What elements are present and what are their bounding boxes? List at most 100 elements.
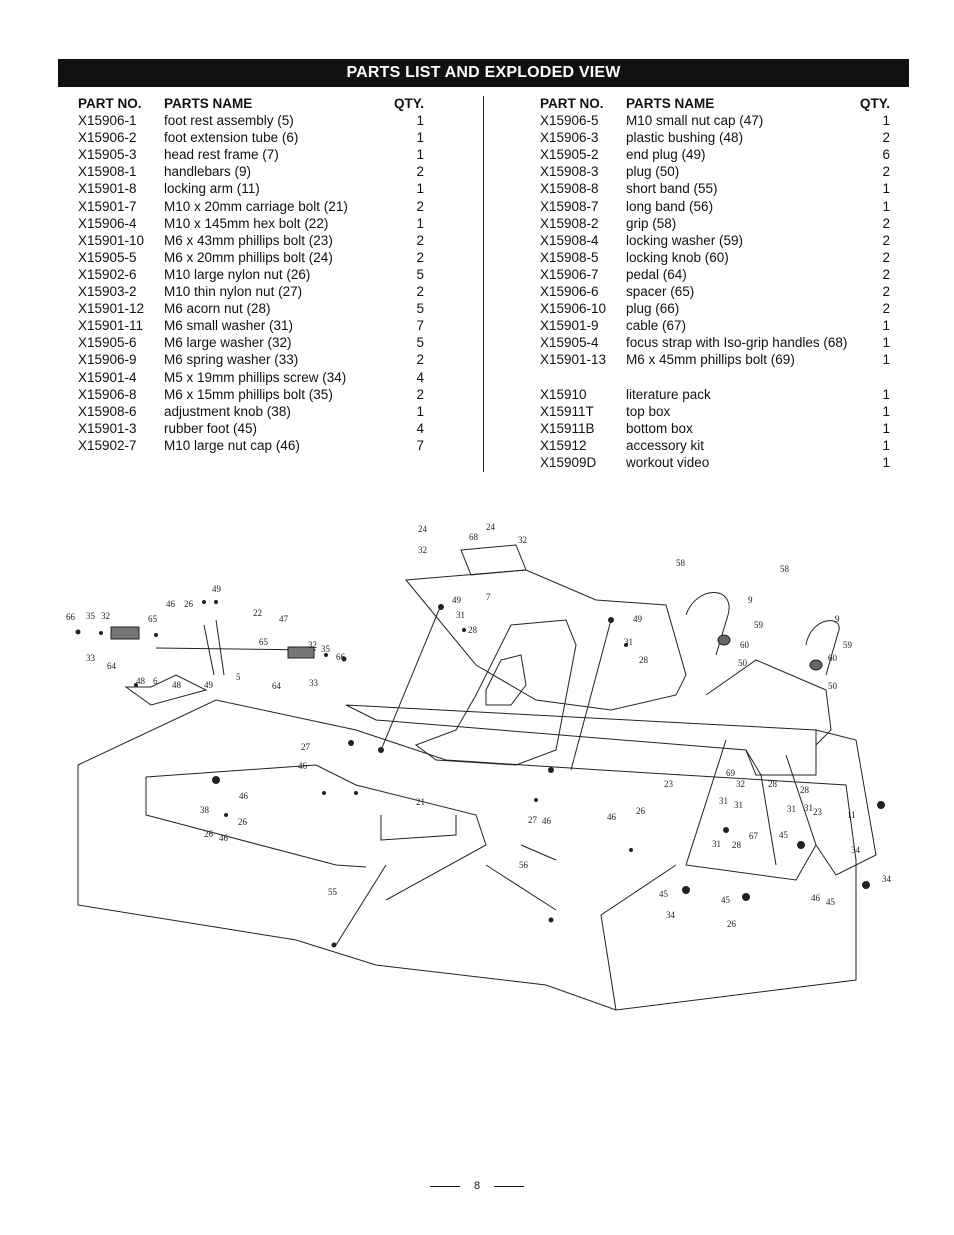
part-qty: 1 [882,454,890,470]
callout-label: 35 [321,644,331,654]
part-qty: 4 [416,420,424,436]
callout-label: 7 [486,592,491,602]
long-band [485,864,557,911]
short-band [335,864,387,946]
part-number: X15910 [540,386,587,402]
callout-label: 33 [86,653,96,663]
callout-label: 60 [828,653,838,663]
part-name: M6 large washer (32) [164,335,292,351]
part-number: X15908-4 [540,232,599,248]
callout-label: 45 [826,897,836,907]
part-number: X15906-5 [540,113,599,129]
part-name: rubber foot (45) [164,420,258,436]
callout-label: 26 [636,806,646,816]
part-qty: 1 [882,113,890,129]
part-qty: 2 [416,164,424,180]
part-number: X15905-5 [78,249,137,265]
part-name: locking knob (60) [626,249,729,265]
part-name: M6 acorn nut (28) [164,301,271,317]
part-number: X15906-7 [540,266,599,282]
callout-label: 26 [727,919,737,929]
part-name: M10 x 145mm hex bolt (22) [164,215,329,231]
callout-label: 46 [298,761,308,771]
callout-label: 49 [452,595,462,605]
callout-label: 28 [800,785,810,795]
callout-label: 45 [659,889,669,899]
part-qty: 1 [416,403,424,419]
part-qty: 1 [882,437,890,453]
part-qty: 2 [882,266,890,282]
callout-label: 11 [847,810,856,820]
part-qty: 1 [882,386,890,402]
part-name: adjustment knob (38) [164,403,291,419]
part-number: X15908-1 [78,164,137,180]
part-number: X15901-4 [78,369,137,385]
parts-name-header: PARTS NAME [164,96,253,111]
part-qty: 2 [416,249,424,265]
callout-label: 48 [172,680,182,690]
part-qty: 2 [882,164,890,180]
part-name: end plug (49) [626,147,706,163]
callout-label: 49 [204,680,214,690]
part-qty: 4 [416,369,424,385]
part-qty: 1 [882,181,890,197]
part-number: X15906-8 [78,386,137,402]
part-qty: 2 [416,352,424,368]
part-qty: 2 [416,386,424,402]
part-name: M6 x 43mm phillips bolt (23) [164,232,333,248]
pedal-right [287,646,315,659]
part-qty: 5 [416,266,424,282]
part-name: locking arm (11) [164,181,260,197]
part-name: long band (56) [626,198,714,214]
callout-label: 31 [804,803,813,813]
part-qty: 1 [882,403,890,419]
callout-label: 34 [851,845,861,855]
part-name: workout video [626,454,710,470]
part-number: X15911T [540,403,594,419]
part-name: grip (58) [626,215,677,231]
part-number: X15908-3 [540,164,599,180]
callout-label: 27 [301,742,311,752]
bar-21 [380,815,457,841]
part-qty: 2 [882,301,890,317]
callout-label: 46 [542,816,552,826]
qty-header: QTY. [393,96,424,111]
callout-label: 45 [721,895,731,905]
fastener-dots [75,600,885,948]
part-no-header: PART NO. [78,96,142,111]
part-name: locking washer (59) [626,232,744,248]
callout-label: 21 [416,797,425,807]
part-number: X15905-6 [78,335,137,351]
part-name: M10 large nylon nut (26) [164,266,311,282]
callout-label: 26 [204,829,214,839]
base-panel-outline [77,699,857,1011]
callout-label: 68 [469,532,479,542]
seat-cutout [485,654,527,706]
callout-label: 28 [639,655,649,665]
rail-left [145,764,487,901]
part-number: X15908-7 [540,198,599,214]
part-name: plug (66) [626,301,680,317]
part-name: bottom box [626,420,693,436]
callout-label: 26 [184,599,194,609]
